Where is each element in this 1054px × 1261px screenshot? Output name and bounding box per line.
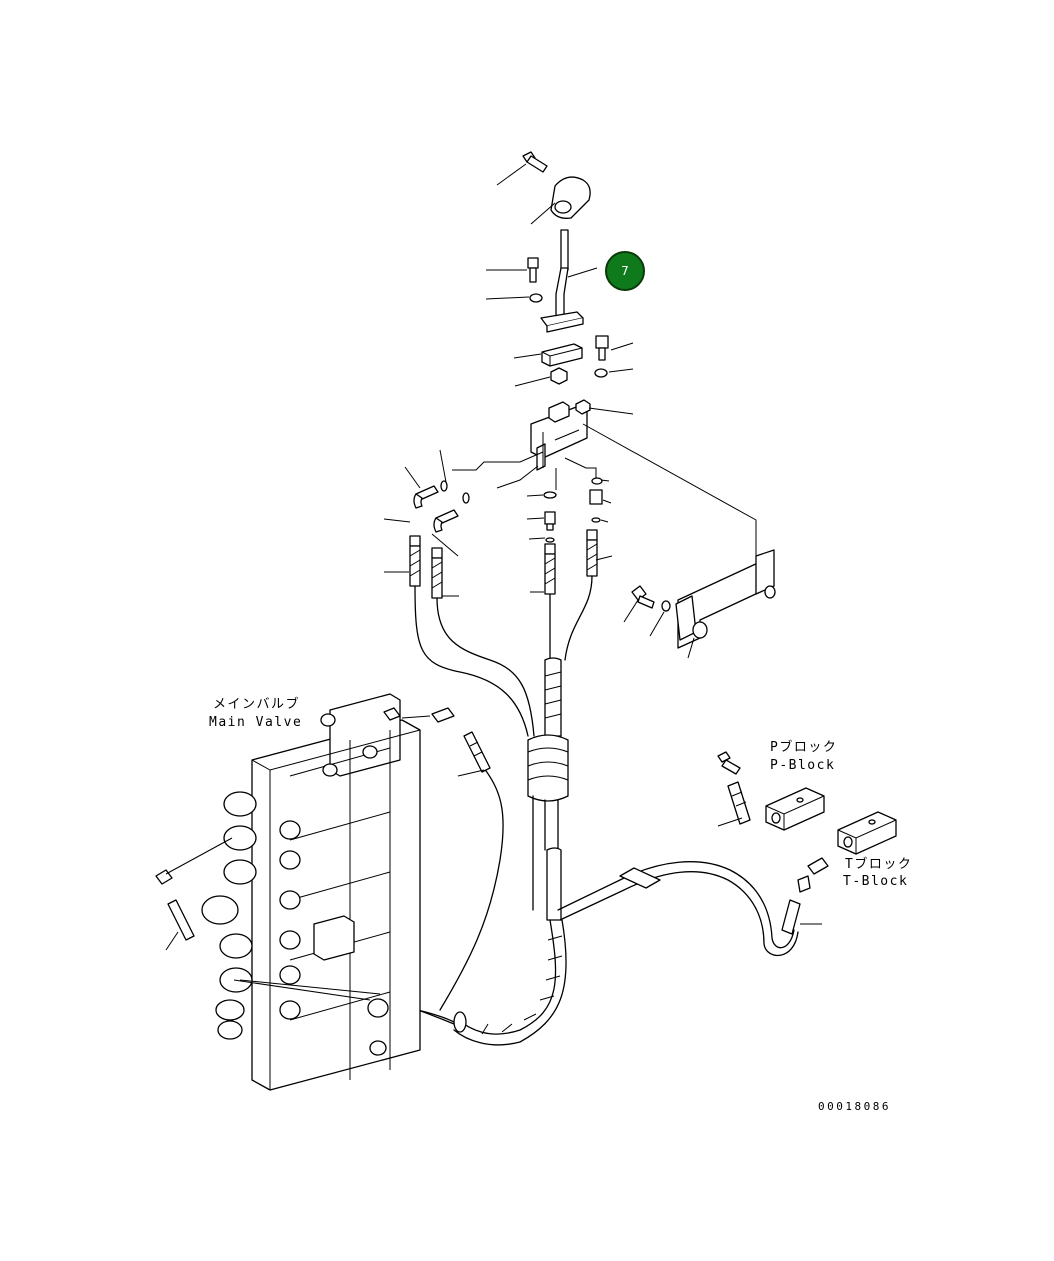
lever-bracket [540,229,584,333]
p-block-label-jp: Pブロック [770,740,838,755]
p-block-label-en: P-Block [770,758,836,773]
main-valve-body [251,693,421,1091]
hex-nut [550,367,568,385]
right-bolt [594,335,609,378]
right-fitting [589,477,603,523]
main-valve-spools [201,713,389,1056]
p-block-fitting [717,751,751,825]
mount-plate [541,343,583,367]
pilot-valve [530,399,591,471]
center-fitting [543,491,557,543]
hose-end-mid [463,731,491,773]
main-valve-label-en: Main Valve [209,715,303,730]
drawing-number: 00018086 [818,1100,891,1113]
elbow-fitting-2 [433,492,470,533]
t-block-label-en: T-Block [843,874,909,889]
t-block-label-jp: Tブロック [845,857,913,872]
callout-marker-7[interactable]: 7 [605,251,645,291]
main-valve-label-jp: メインバルブ [213,697,301,712]
p-block [765,787,825,831]
lever-top-bolt [522,151,548,173]
bracket-bolt-right [631,585,671,612]
main-valve-fittings [155,707,455,941]
t-block-fitting [781,857,829,935]
elbow-fitting-1 [413,480,448,509]
t-block [837,811,897,855]
hose-clamp [619,867,661,889]
hose-ends [409,529,598,599]
hose-bundle-sleeve [453,657,569,1046]
lever-grip [550,176,591,219]
bracket-bolt [527,257,543,303]
mount-bracket [675,549,776,649]
